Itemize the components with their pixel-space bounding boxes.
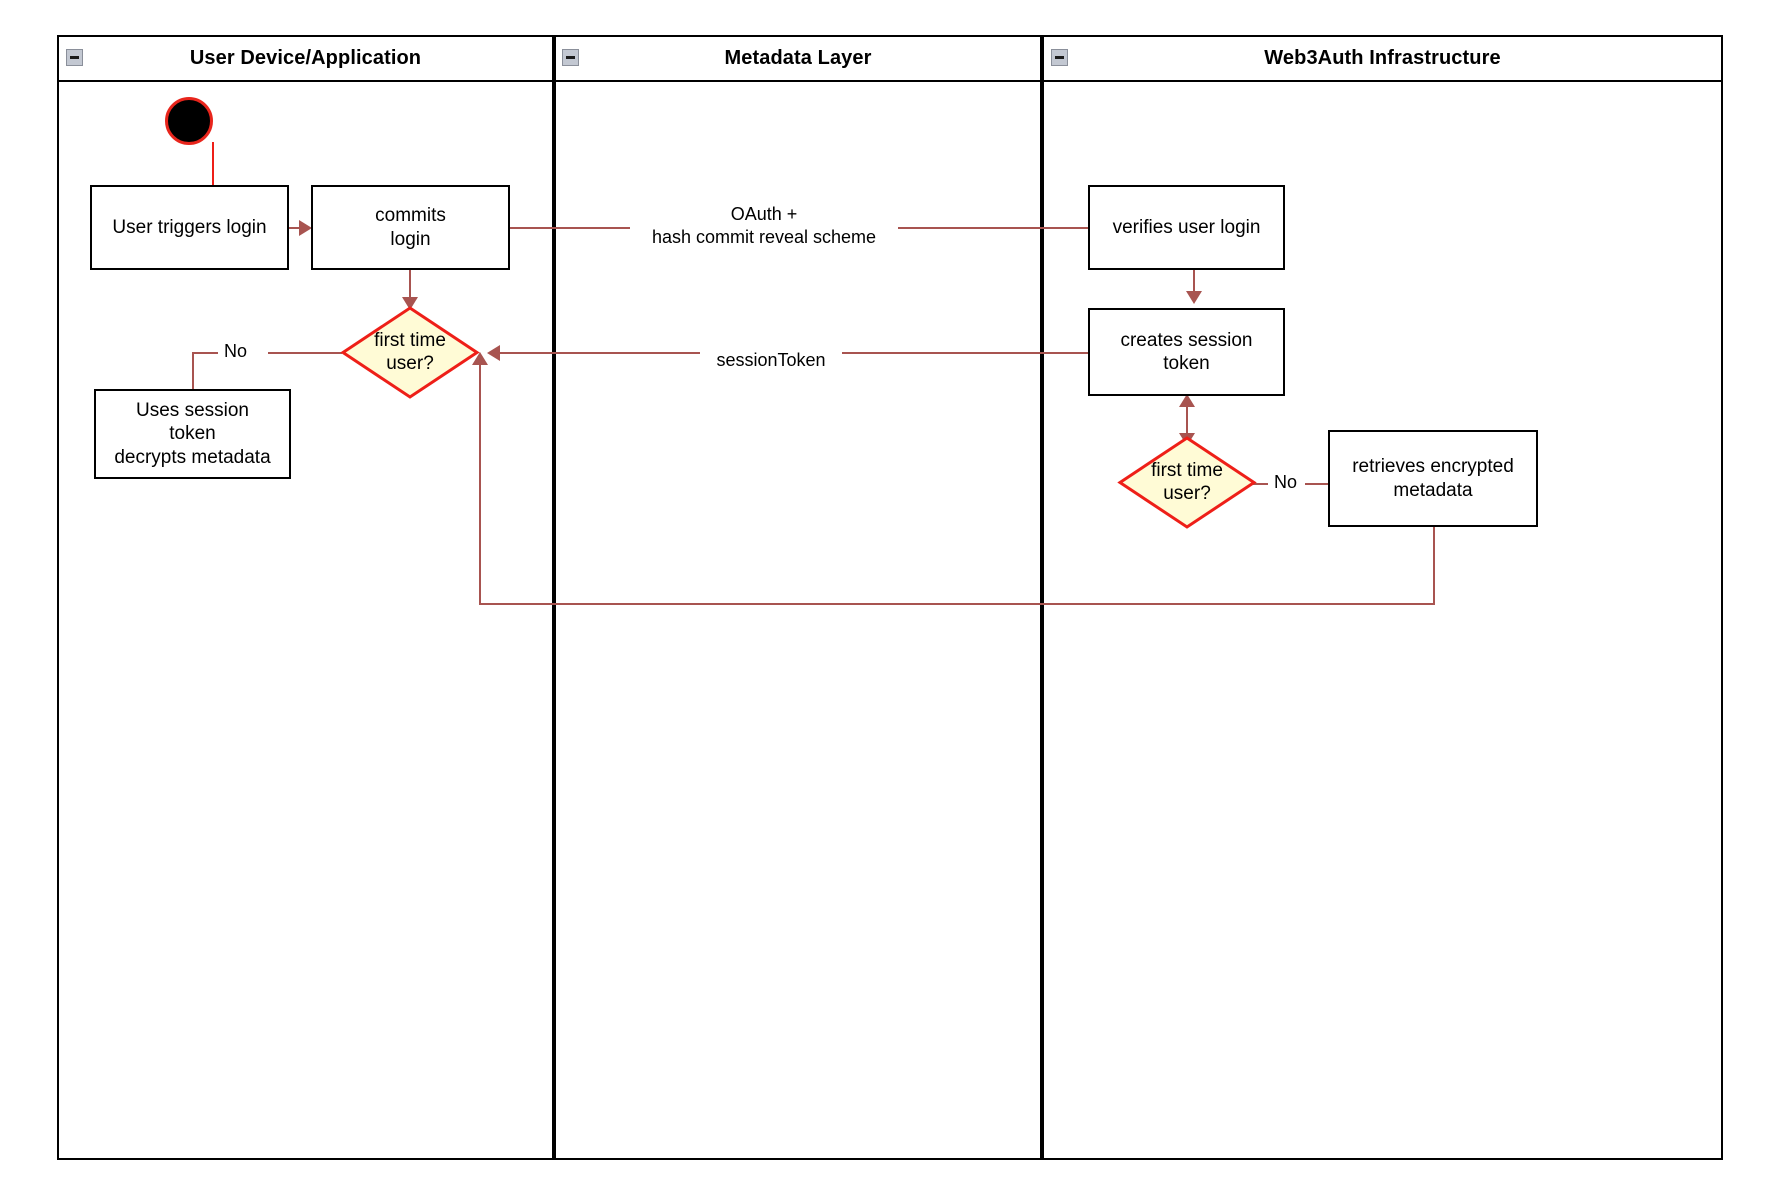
edge-creates-to-decision-left-left-seg: [497, 352, 702, 354]
node-retrieves-encrypted-metadata[interactable]: retrieves encrypted metadata: [1328, 430, 1538, 527]
arrowhead-verifies-to-creates: [1186, 291, 1202, 304]
decision-shape-right: [1117, 436, 1257, 529]
start-node: [165, 97, 213, 145]
node-uses-session-token[interactable]: Uses session token decrypts metadata: [94, 389, 291, 479]
edge-label-no-right: No: [1268, 471, 1304, 494]
edge-creates-to-decision-left-right-seg: [828, 352, 1088, 354]
edge-decision-right-no-left-seg: [1250, 483, 1270, 485]
node-verifies-user-login[interactable]: verifies user login: [1088, 185, 1285, 270]
collapse-minus-icon-web3auth[interactable]: [1051, 49, 1068, 66]
edge-return-horizontal: [479, 603, 1435, 605]
lane-title-metadata-layer: Metadata Layer: [724, 47, 872, 69]
edge-commits-to-verifies-right-seg: [880, 227, 1089, 229]
edge-commits-to-verifies-left-seg: [509, 227, 647, 229]
edge-decision-left-no-vertical: [192, 352, 194, 390]
collapse-minus-icon-metadata-layer[interactable]: [562, 49, 579, 66]
edge-creates-to-decision-right: [1186, 396, 1188, 444]
lane-header-web3auth[interactable]: Web3Auth Infrastructure: [1042, 35, 1723, 82]
edge-label-oauth: OAuth + hash commit reveal scheme: [630, 203, 898, 248]
edge-verifies-to-creates: [1193, 269, 1195, 302]
lane-header-user-device[interactable]: User Device/Application: [57, 35, 554, 82]
node-user-triggers-login[interactable]: User triggers login: [90, 185, 289, 270]
arrowhead-decision-right-to-creates: [1179, 394, 1195, 407]
edge-start-to-user-triggers-login: [212, 142, 214, 186]
arrowhead-commits-to-decision-left: [402, 297, 418, 310]
edge-label-session-token: sessionToken: [700, 349, 842, 372]
decision-shape-left: [340, 306, 480, 399]
lane-body-metadata-layer: [554, 82, 1042, 1160]
node-decision-first-time-user-right[interactable]: first time user?: [1117, 435, 1257, 530]
lane-title-user-device: User Device/Application: [189, 47, 422, 69]
arrowhead-return-to-decision-left: [472, 352, 488, 365]
edge-decision-right-no-right-seg: [1305, 483, 1328, 485]
edge-retrieves-down: [1433, 526, 1435, 604]
edge-decision-left-no-horizontal-2: [268, 352, 342, 354]
edge-commits-to-decision-left: [409, 269, 411, 306]
arrowhead-user-triggers-to-commits: [299, 220, 312, 236]
lane-header-metadata-layer[interactable]: Metadata Layer: [554, 35, 1042, 82]
node-decision-first-time-user-left[interactable]: first time user?: [340, 305, 480, 400]
collapse-minus-icon-user-device[interactable]: [66, 49, 83, 66]
arrowhead-sessiontoken-to-decision-left: [487, 345, 500, 361]
node-commits-login[interactable]: commits login: [311, 185, 510, 270]
node-creates-session-token[interactable]: creates session token: [1088, 308, 1285, 396]
lane-body-web3auth: [1042, 82, 1723, 1160]
edge-label-no-left: No: [218, 340, 254, 363]
edge-user-triggers-to-commits: [288, 227, 304, 229]
lane-title-web3auth: Web3Auth Infrastructure: [1264, 47, 1501, 69]
edge-return-up-to-decision-left: [479, 365, 481, 604]
